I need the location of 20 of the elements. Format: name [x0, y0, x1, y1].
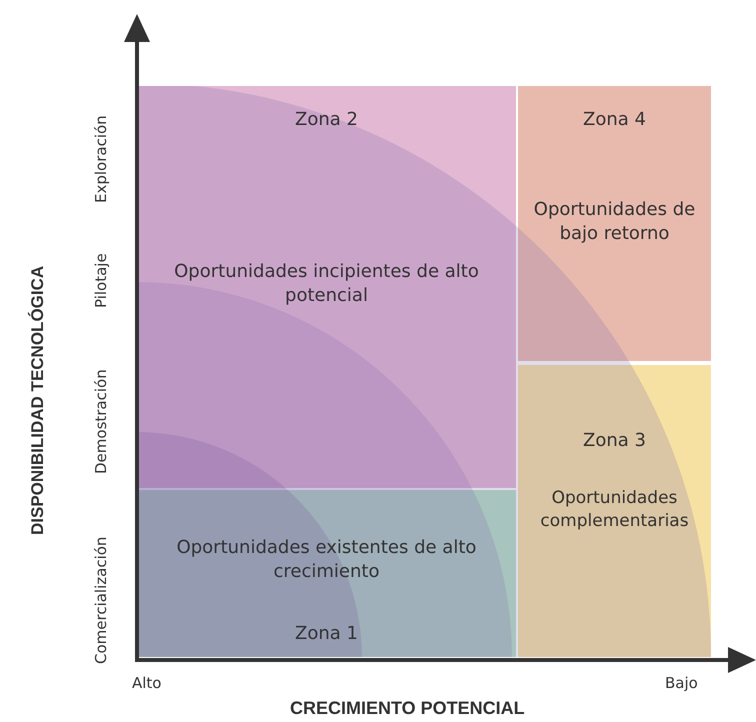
zone-title: Zona 2 [294, 108, 359, 132]
zone-box [137, 86, 516, 488]
zone-title: Zona 1 [294, 622, 359, 646]
axis-tick-label: Exploración [92, 115, 110, 203]
axis-tick-label: Pilotaje [92, 253, 110, 308]
axis-tick-label: Alto [132, 674, 162, 692]
axis-title: CRECIMIENTO POTENCIAL [290, 698, 525, 719]
axis-tick-label: Demostración [92, 369, 110, 474]
axis-tick-label: Comercialización [92, 536, 110, 664]
zone-description: Oportunidades existentes de alto crecimiento [176, 536, 478, 584]
zone-description: Oportunidades incipientes de alto potencial [173, 260, 480, 308]
zone-box [518, 365, 711, 657]
zone-box [137, 490, 516, 657]
zone-description: Oportunidades de bajo retorno [532, 198, 696, 246]
zone-description: Oportunidades complementarias [539, 487, 690, 533]
zone-title: Zona 4 [582, 108, 647, 132]
zone-box [518, 86, 711, 361]
axis-tick-label: Bajo [665, 674, 698, 692]
zone-title: Zona 3 [582, 429, 647, 453]
axis-title: DISPONIBILIDAD TECNOLÓGICA [28, 266, 48, 535]
